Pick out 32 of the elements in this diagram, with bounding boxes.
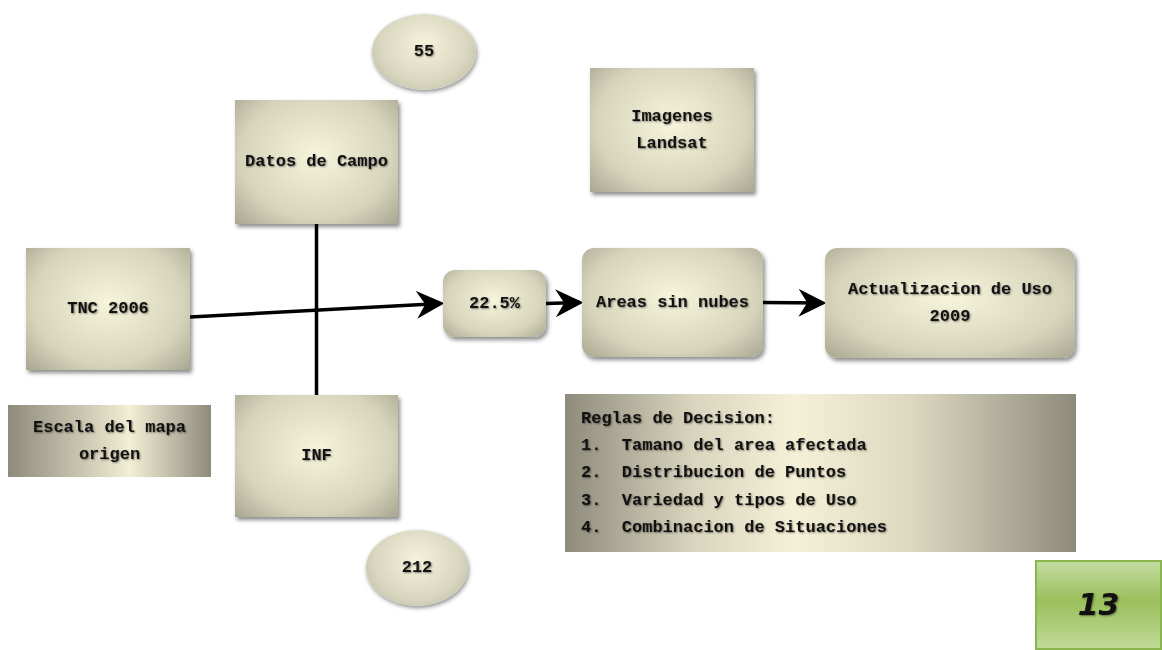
rule-item: 3. Variedad y tipos de Uso: [580, 489, 858, 512]
node-label: 55: [412, 41, 436, 64]
rule-item: 2. Distribucion de Puntos: [580, 462, 848, 485]
process-box: [443, 270, 546, 337]
node-label: 13: [1076, 586, 1121, 624]
process-box: [590, 68, 754, 192]
arrow: [545, 289, 584, 318]
note-panel: [8, 405, 211, 477]
connector-line: [314, 224, 319, 395]
arrow: [189, 290, 445, 319]
node-label: Datos de Campo: [244, 151, 389, 174]
rules-heading: Reglas de Decision:: [580, 408, 776, 431]
node-label: 212: [400, 557, 434, 580]
node-label: TNC 2006: [66, 298, 150, 321]
node-label: Actualizacion de Uso 2009: [846, 278, 1053, 328]
rule-item: 4. Combinacion de Situaciones: [580, 516, 889, 539]
node-label: Areas sin nubes: [595, 291, 750, 314]
oval-node: [366, 530, 468, 606]
process-box: [26, 248, 190, 370]
process-box: [582, 248, 763, 357]
node-label: Escala del mapa origen: [32, 416, 187, 466]
node-label: 22.5%: [468, 292, 521, 315]
page-number-box: [1035, 560, 1162, 650]
node-label: Imagenes Landsat: [630, 105, 714, 155]
rule-item: 1. Tamano del area afectada: [580, 435, 868, 458]
process-box: [825, 248, 1075, 358]
arrow: [763, 288, 827, 317]
process-box: [235, 100, 398, 224]
rules-panel: [565, 394, 1076, 552]
node-label: INF: [300, 445, 333, 468]
oval-node: [372, 14, 476, 90]
process-box: [235, 395, 398, 517]
